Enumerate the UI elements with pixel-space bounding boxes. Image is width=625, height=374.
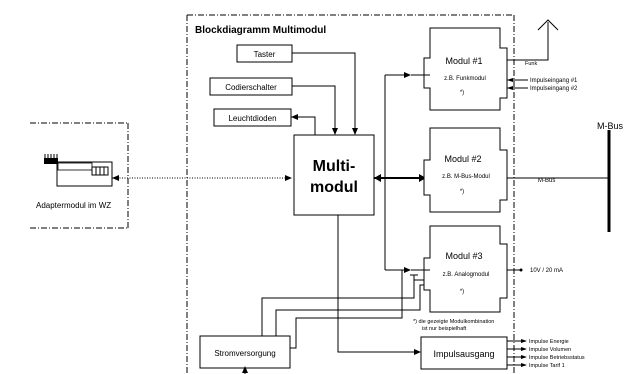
arrow-left-icon: [291, 114, 298, 120]
output-label-energie: Impulse Energie: [529, 339, 569, 345]
modul-2-note: *): [460, 189, 464, 195]
diagram-title: Blockdiagramm Multimodul: [195, 25, 326, 36]
antenna-icon: [507, 19, 559, 61]
output-label-tarif: Impulse Tarif 1: [529, 363, 565, 369]
stromversorgung-block: [199, 335, 291, 369]
multimodul-label-1: Multi-: [313, 158, 356, 175]
modul-1-sub: z.B. Funkmodul: [444, 76, 486, 82]
stromversorgung-label: Stromversorgung: [214, 349, 275, 358]
impulseingang-1-label: Impulseingang #1: [530, 78, 578, 84]
adapter-label: Adaptermodul im WZ: [36, 201, 111, 210]
mbus-line-label: M-Bus: [538, 178, 555, 184]
arrow-up-icon: [242, 366, 248, 373]
leuchtdioden-link: [291, 116, 316, 135]
impulsausgang-block: [420, 336, 508, 370]
modul-1-note: *): [460, 90, 464, 96]
modul-2-name: Modul #2: [444, 154, 481, 164]
modul-3-name: Modul #3: [445, 251, 482, 261]
arrow-left-icon: [507, 78, 513, 82]
module-bus: [374, 72, 426, 273]
multimodul-block: [293, 134, 375, 216]
modul-3-sub: z.B. Analogmodul: [443, 272, 490, 278]
impulsausgang-link: [337, 215, 418, 353]
terminal-dot: [519, 268, 523, 272]
footnote-line-1: *) die gezeigte Modulkombination: [413, 319, 494, 325]
arrow-left-icon: [112, 175, 119, 181]
power-distribution: [261, 270, 424, 349]
modul-3-block: [411, 225, 508, 313]
footnote-line-2: ist nur beispielhaft: [422, 326, 467, 332]
modul-1-name: Modul #1: [445, 56, 482, 66]
codierschalter-label: Codierschalter: [225, 83, 277, 92]
arrow-left-icon: [507, 86, 513, 90]
adapter-frame: [30, 122, 129, 229]
impulse-output-links: [507, 339, 527, 367]
codierschalter-link: [292, 85, 336, 132]
arrow-right-icon: [414, 349, 421, 355]
leuchtdioden-label: Leuchtdioden: [228, 114, 276, 123]
arrow-down-icon: [352, 128, 358, 135]
funk-label: Funk: [525, 61, 537, 67]
impulsausgang-label: Impulsausgang: [433, 349, 494, 359]
adapter-connector-icon: [44, 154, 113, 187]
arrow-right-icon: [285, 175, 292, 181]
output-label-volumen: Impulse Volumen: [529, 347, 571, 353]
modul-2-block: [423, 127, 508, 213]
arrow-down-icon: [332, 128, 338, 135]
modul-2-sub: z.B. M-Bus-Modul: [442, 174, 490, 180]
impulseingang-2-label: Impulseingang #2: [530, 86, 578, 92]
modul-1-block: [411, 27, 508, 111]
multimodul-label-2: modul: [310, 179, 358, 196]
mbus-bus-label: M-Bus: [597, 121, 624, 131]
taster-link: [292, 52, 356, 132]
taster-label: Taster: [254, 50, 276, 59]
analog-label: 10V / 20 mA: [530, 268, 563, 274]
output-label-betriebsstatus: Impulse Betriebsstatus: [529, 355, 585, 361]
modul-3-note: *): [460, 289, 464, 295]
multimodul-frame: [186, 14, 515, 374]
